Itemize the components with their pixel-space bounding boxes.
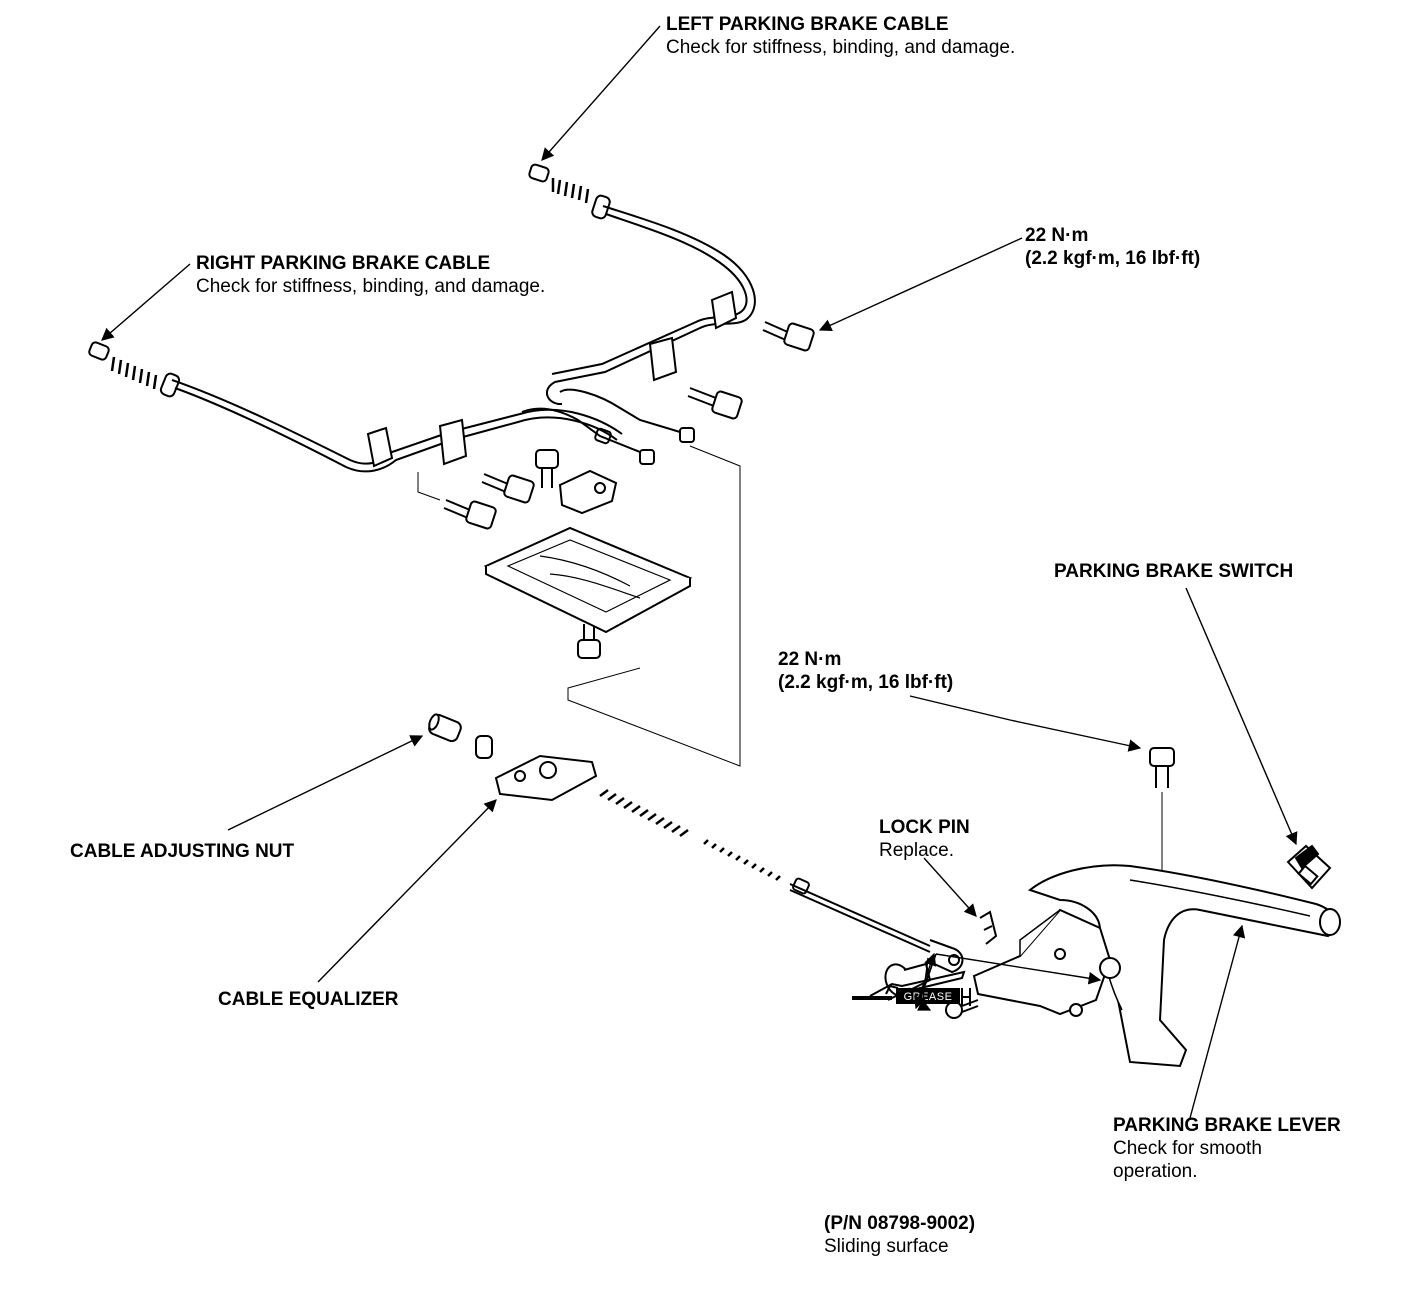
torque-mid-line2: (2.2 kgf·m, 16 lbf·ft) xyxy=(778,672,954,693)
assembly-guide-lines xyxy=(417,445,1163,872)
right-cable-note: Check for stiffness, binding, and damage… xyxy=(196,276,546,297)
mounting-bolts xyxy=(443,321,815,659)
cable-equalizer-part xyxy=(494,754,598,802)
left-cable-note: Check for stiffness, binding, and damage… xyxy=(666,37,1016,58)
arrow-equalizer xyxy=(317,799,497,983)
arrow-grease-to-clevis xyxy=(914,953,937,1010)
label-cable-adjusting-nut: CABLE ADJUSTING NUT xyxy=(70,840,294,863)
torque-mid-line1: 22 N·m xyxy=(778,649,842,670)
label-left-parking-brake-cable: LEFT PARKING BRAKE CABLE Check for stiff… xyxy=(666,13,1015,59)
leader-arrows xyxy=(101,25,1298,1119)
lever-title: PARKING BRAKE LEVER xyxy=(1113,1115,1341,1136)
bolt-cover xyxy=(577,624,601,659)
arrow-switch xyxy=(1185,587,1298,846)
left-parking-brake-cable xyxy=(528,163,756,406)
parking-brake-switch-part xyxy=(1286,844,1332,890)
bolt-vertical xyxy=(535,449,559,488)
arrow-grease-to-lever xyxy=(935,953,1102,985)
cable-guide-bracket xyxy=(558,469,618,515)
switch-title: PARKING BRAKE SWITCH xyxy=(1054,561,1294,582)
cover-plate xyxy=(483,526,693,634)
bolt-upper-mid xyxy=(687,387,743,420)
label-torque-mid: 22 N·m (2.2 kgf·m, 16 lbf·ft) xyxy=(778,648,953,694)
cable-adjusting-nut-part xyxy=(428,713,462,743)
grease-note: Sliding surface xyxy=(824,1236,949,1257)
lock-pin-title: LOCK PIN xyxy=(879,817,970,838)
adjusting-nut-title: CABLE ADJUSTING NUT xyxy=(70,841,295,862)
label-grease: (P/N 08798-9002) Sliding surface xyxy=(824,1212,975,1258)
label-parking-brake-switch: PARKING BRAKE SWITCH xyxy=(1054,560,1293,583)
bolt-mid xyxy=(481,473,535,504)
right-parking-brake-cable xyxy=(88,341,695,473)
grease-tube-icon: GREASE xyxy=(852,970,971,1006)
right-cable-title: RIGHT PARKING BRAKE CABLE xyxy=(196,253,491,274)
arrow-torque-mid xyxy=(909,695,1142,752)
label-torque-top: 22 N·m (2.2 kgf·m, 16 lbf·ft) xyxy=(1025,224,1200,270)
torque-top-line1: 22 N·m xyxy=(1025,225,1089,246)
left-cable-title: LEFT PARKING BRAKE CABLE xyxy=(666,14,949,35)
lock-pin-part xyxy=(979,910,998,945)
torque-top-line2: (2.2 kgf·m, 16 lbf·ft) xyxy=(1025,248,1201,269)
label-parking-brake-lever: PARKING BRAKE LEVER Check for smooth ope… xyxy=(1113,1114,1341,1183)
lever-note-line2: operation. xyxy=(1113,1161,1198,1182)
lock-pin-note: Replace. xyxy=(879,840,954,861)
arrow-left-cable xyxy=(541,25,661,161)
label-cable-equalizer: CABLE EQUALIZER xyxy=(218,988,399,1011)
parking-brake-lever-part xyxy=(972,864,1341,1068)
arrow-right-cable xyxy=(101,263,191,341)
lever-note-line1: Check for smooth xyxy=(1113,1138,1262,1159)
grease-part-number: (P/N 08798-9002) xyxy=(824,1213,976,1234)
arrow-torque-top xyxy=(818,237,1023,332)
cable-clamps xyxy=(366,290,738,468)
bolt-lower xyxy=(443,499,497,530)
lever-mounting-bolt xyxy=(1149,747,1175,788)
equalizer-title: CABLE EQUALIZER xyxy=(218,989,399,1010)
grease-tube-label: GREASE xyxy=(904,991,953,1003)
equalizer-pin-part xyxy=(475,735,493,759)
arrow-adjusting-nut xyxy=(227,735,424,831)
label-right-parking-brake-cable: RIGHT PARKING BRAKE CABLE Check for stif… xyxy=(196,252,545,298)
label-lock-pin: LOCK PIN Replace. xyxy=(879,816,970,862)
arrow-lever xyxy=(1189,924,1246,1119)
return-spring-and-rod xyxy=(599,789,964,974)
bolt-top-right xyxy=(762,321,815,352)
arrow-lock-pin xyxy=(923,857,977,917)
